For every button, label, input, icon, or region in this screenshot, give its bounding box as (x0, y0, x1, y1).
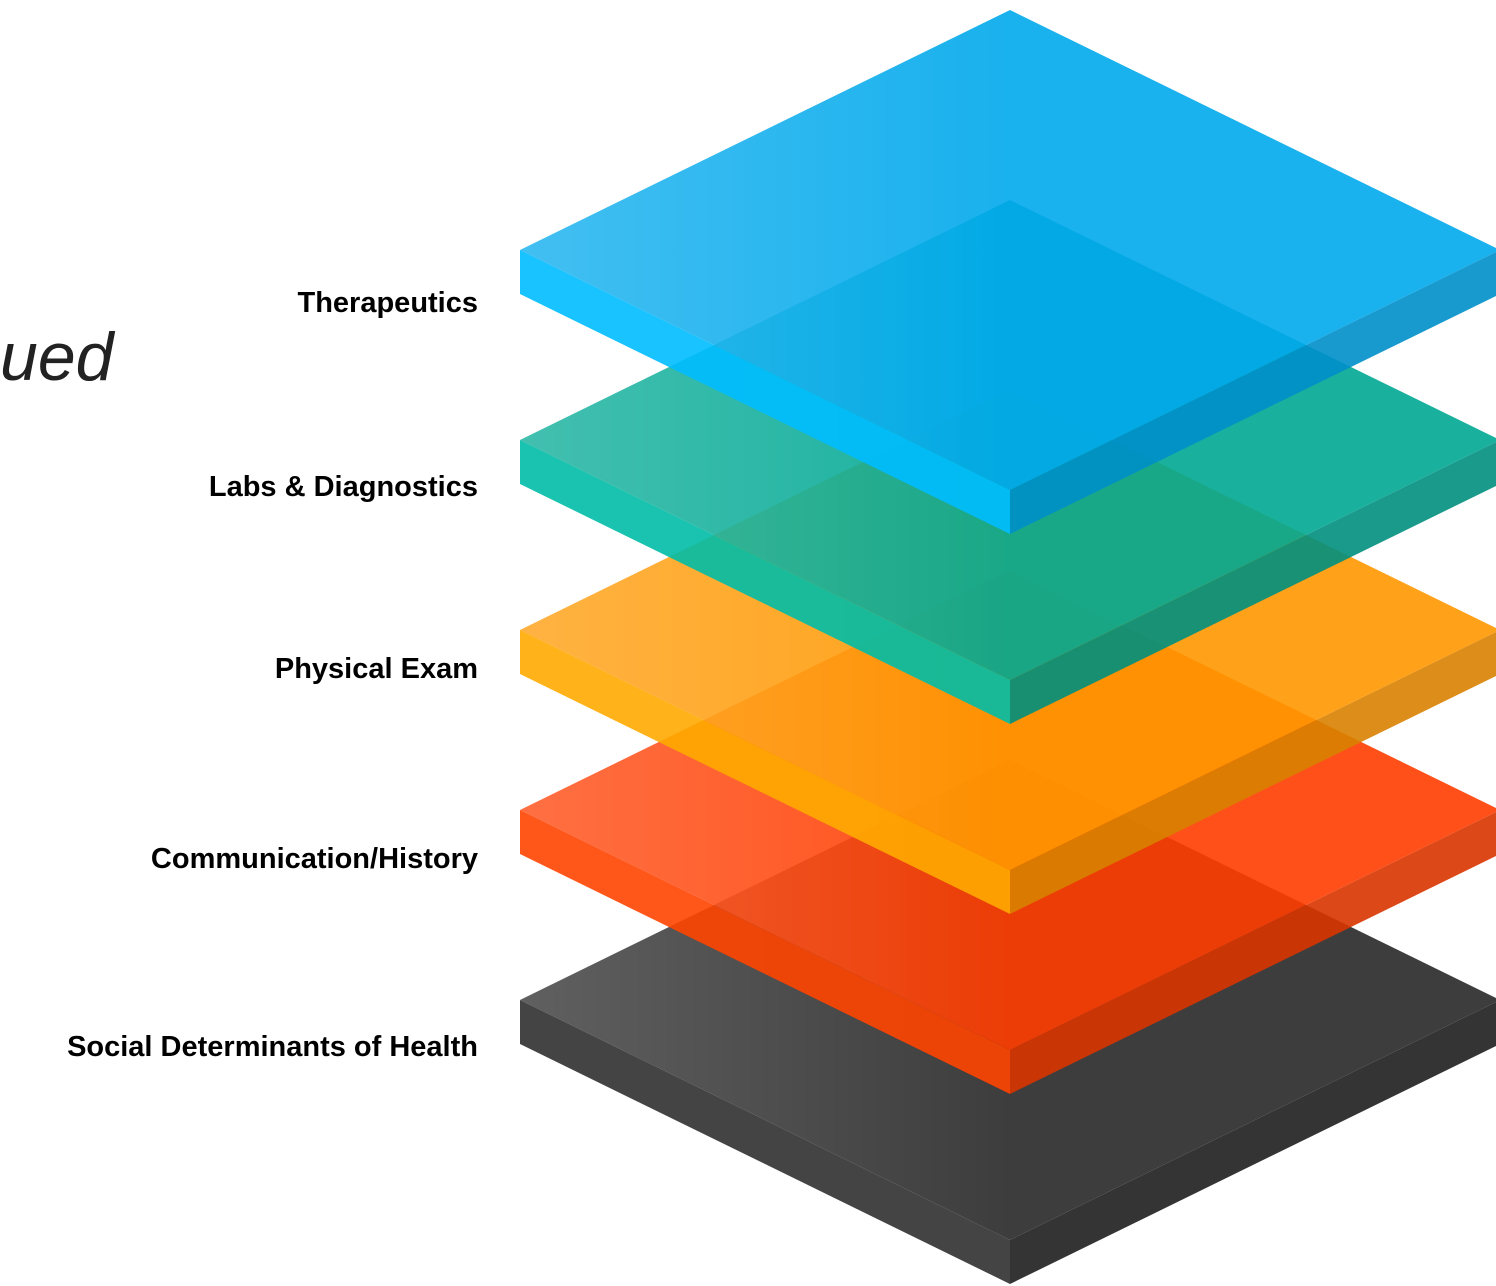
layer-label-social-determinants: Social Determinants of Health (67, 1031, 478, 1063)
layer-right-face (1010, 1001, 1496, 1284)
layer-left-face (520, 810, 1010, 1094)
layer-label-therapeutics: Therapeutics (297, 287, 479, 319)
layer-stack-diagram (520, 10, 1496, 1284)
layer-left-face (520, 250, 1010, 534)
layer-right-face (1010, 631, 1496, 914)
layer-right-face (1010, 811, 1496, 1094)
layer-right-face (1010, 251, 1496, 534)
layer-label-physical-exam: Physical Exam (274, 653, 478, 685)
layer-top-highlight (520, 10, 1010, 490)
layer-right-face (1010, 441, 1496, 724)
layer-label-communication-history: Communication/History (150, 843, 478, 875)
partial-heading-text: ued (0, 319, 114, 395)
layer-left-face (520, 1000, 1010, 1284)
layer-left-face (520, 630, 1010, 914)
layer-slab-therapeutics (520, 10, 1496, 534)
layer-left-face (520, 440, 1010, 724)
layer-label-labs-diagnostics: Labs & Diagnostics (208, 471, 478, 503)
